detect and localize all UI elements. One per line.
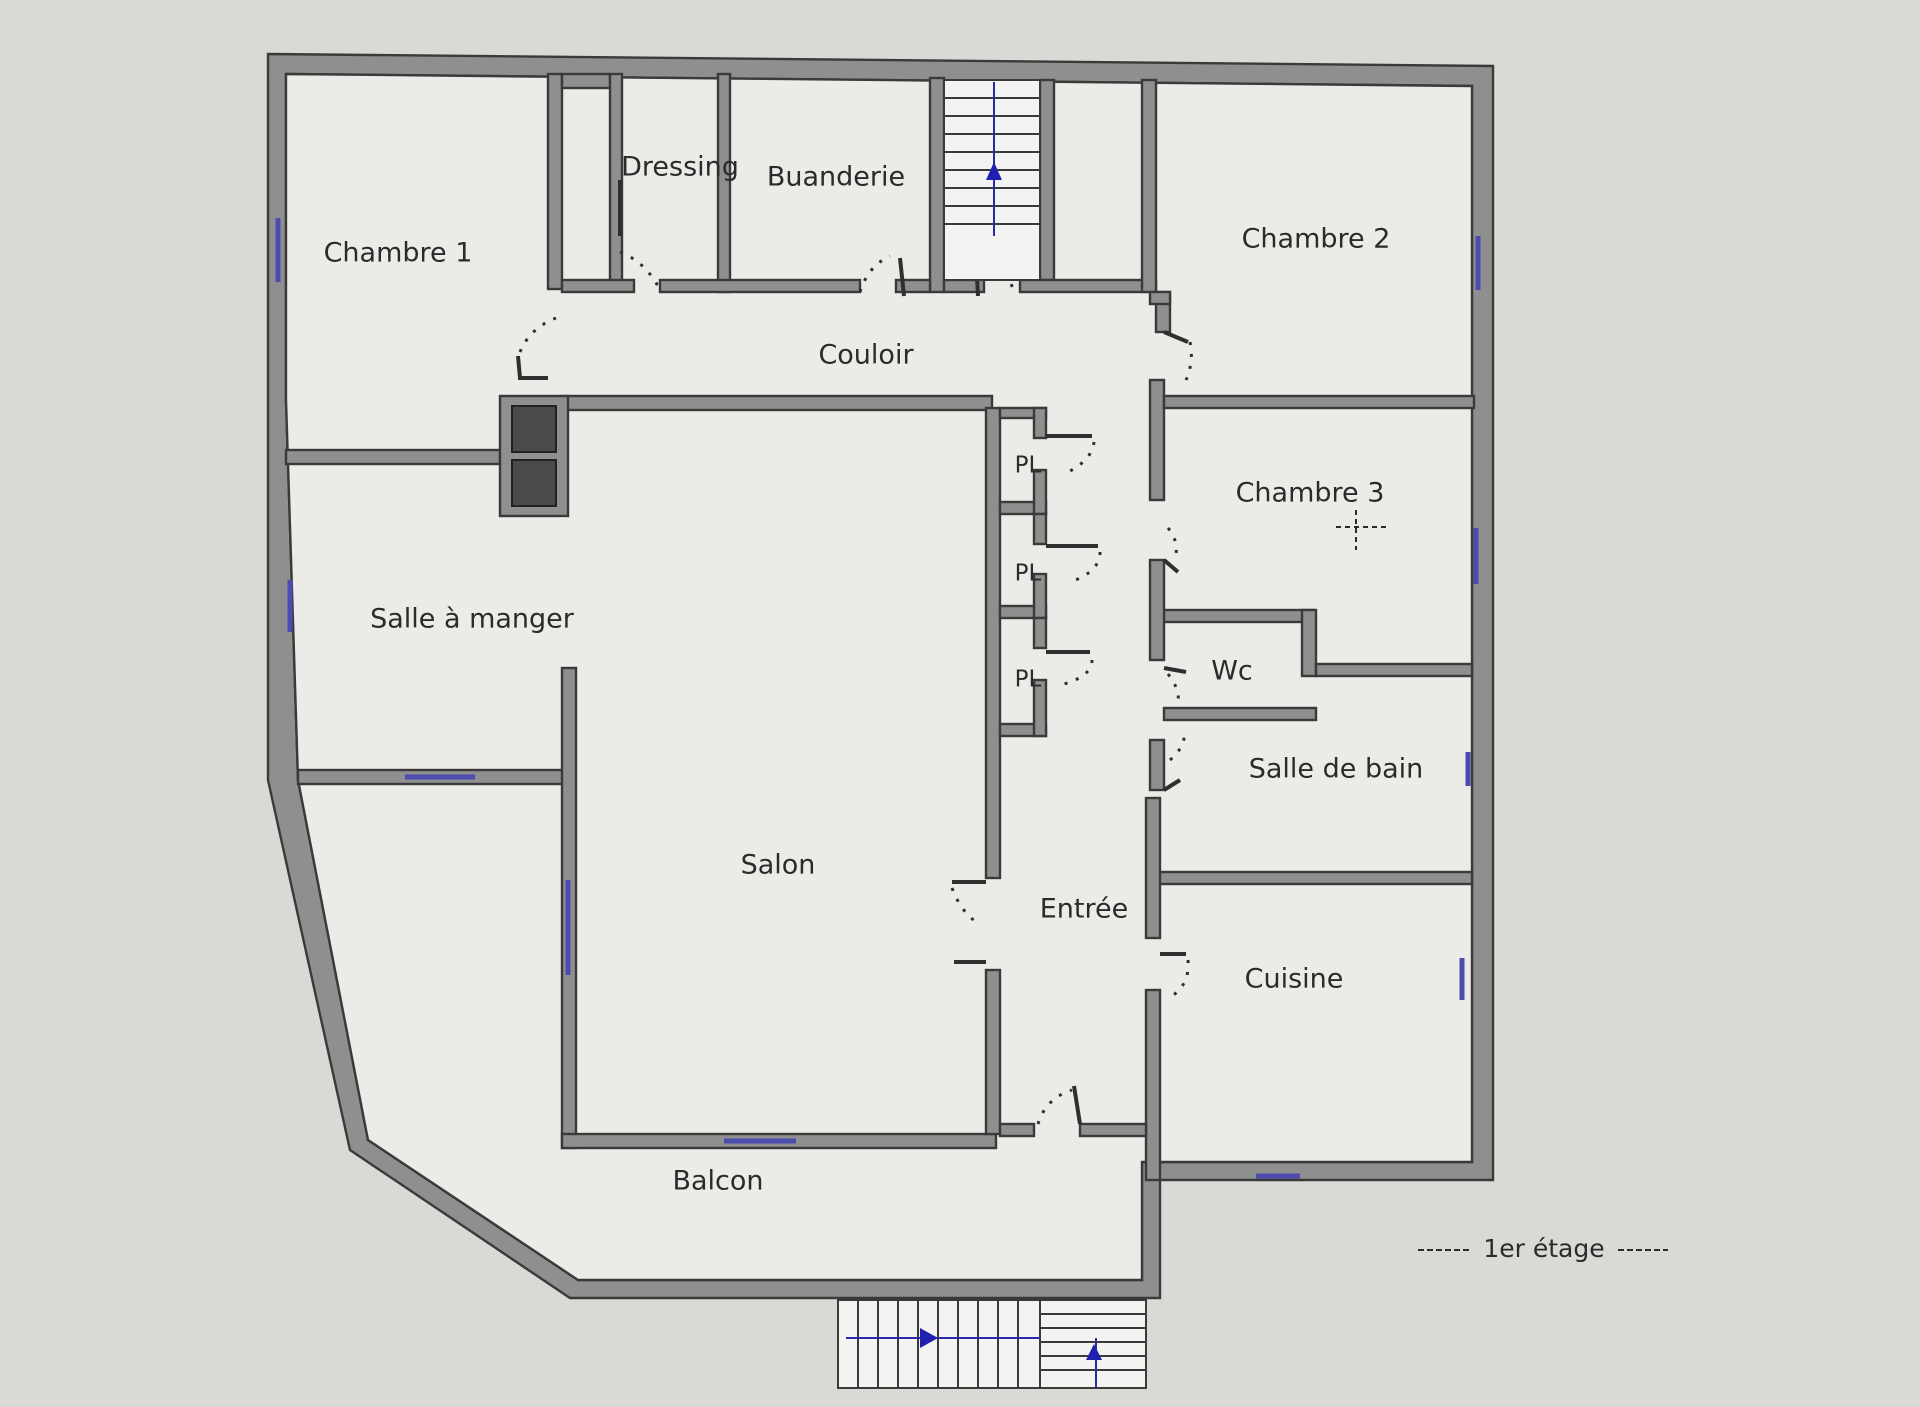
room-label-balcon: Balcon <box>672 1166 763 1197</box>
room-label-buanderie: Buanderie <box>767 162 905 193</box>
chimney-flue <box>498 394 570 518</box>
room-label-cuisine: Cuisine <box>1245 964 1344 995</box>
room-label-salle-a-manger: Salle à manger <box>370 604 575 635</box>
room-label-couloir: Couloir <box>818 340 914 371</box>
room-label-entree: Entrée <box>1040 894 1129 925</box>
room-label-chambre-1: Chambre 1 <box>324 238 473 269</box>
room-label-chambre-2: Chambre 2 <box>1242 224 1391 255</box>
room-label-pl-2: PL <box>1015 561 1042 587</box>
room-label-dressing: Dressing <box>621 152 739 183</box>
room-label-pl-1: PL <box>1015 453 1042 479</box>
room-label-pl-3: PL <box>1015 667 1042 693</box>
crosshair-cursor-icon <box>1336 510 1386 550</box>
room-label-wc: Wc <box>1211 656 1253 687</box>
exterior-stair <box>837 1299 1147 1389</box>
interior-stair <box>943 79 1041 281</box>
room-label-chambre-3: Chambre 3 <box>1236 478 1385 509</box>
stair-right-arrow-icon <box>920 1328 938 1348</box>
windows <box>275 218 1481 1179</box>
floor-label: 1er étage <box>1483 1234 1604 1263</box>
room-label-salon: Salon <box>741 850 816 881</box>
stair-up-arrow-2-icon <box>1086 1344 1102 1360</box>
room-label-salle-de-bain: Salle de bain <box>1249 754 1424 785</box>
stair-up-arrow-icon <box>986 162 1002 180</box>
